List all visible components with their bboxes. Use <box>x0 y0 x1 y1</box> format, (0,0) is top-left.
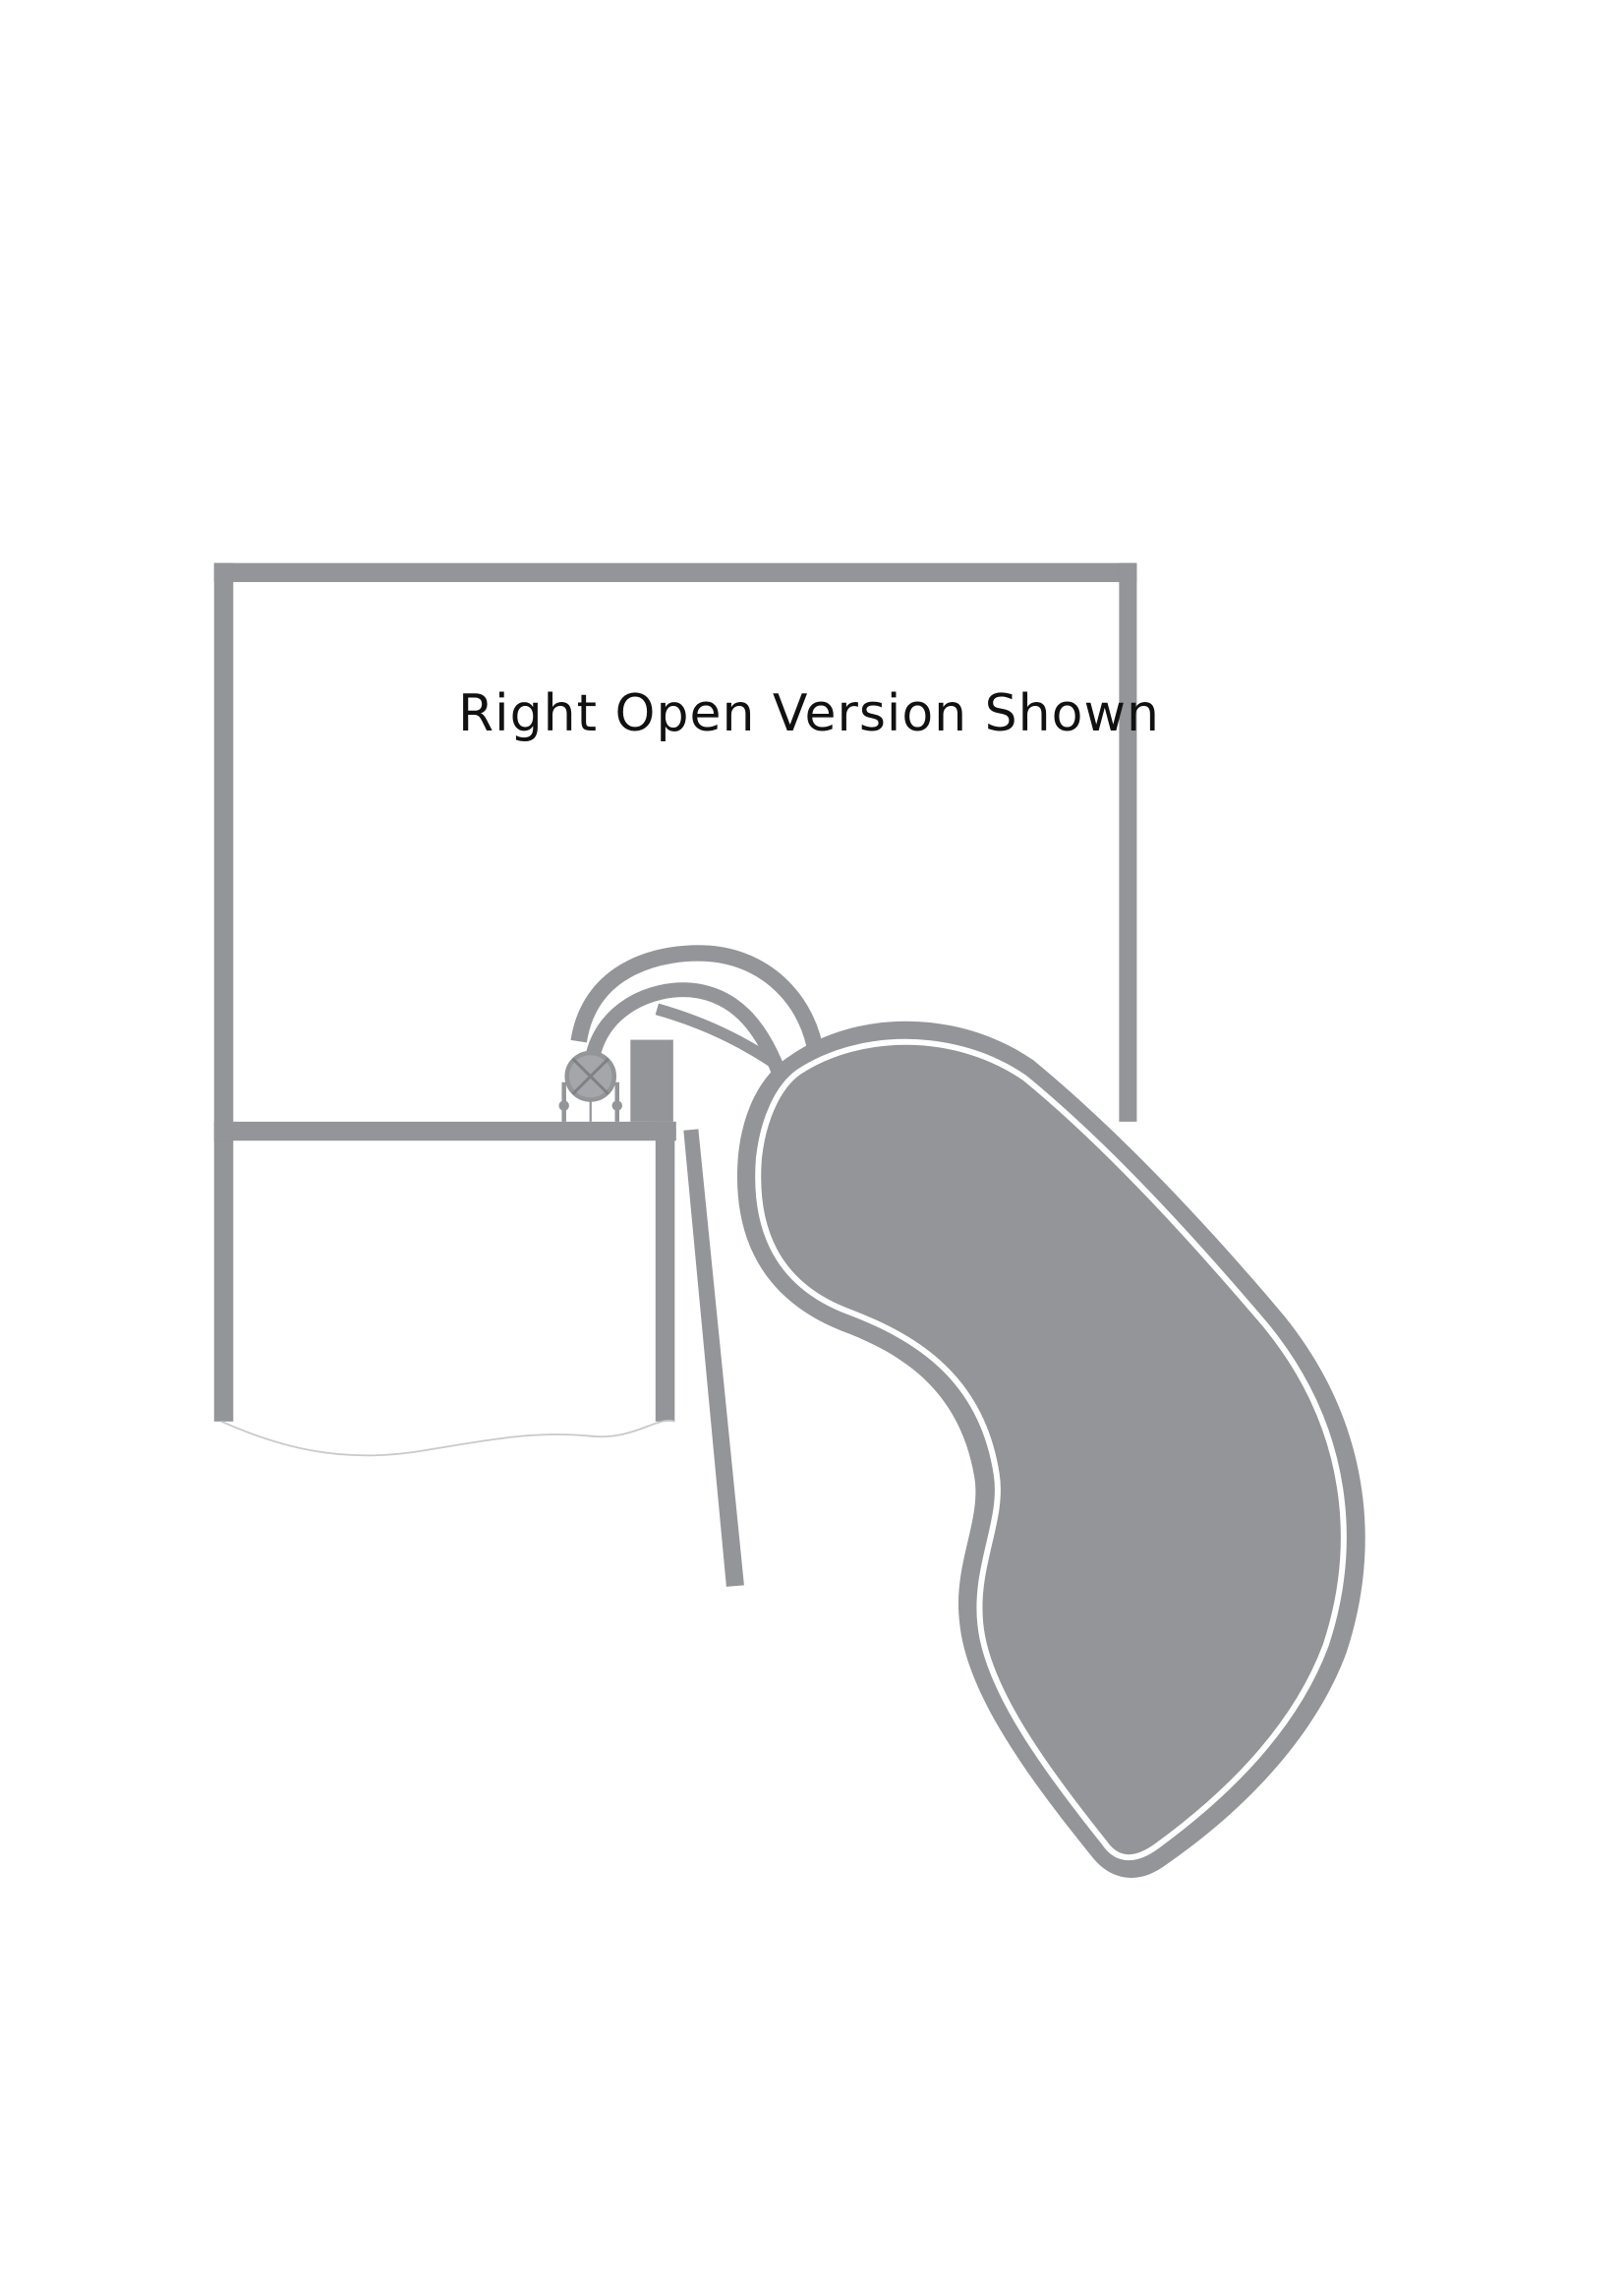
cut-line <box>220 1420 675 1457</box>
adjacent-cabinet <box>213 1121 676 1422</box>
diagram-caption: Right Open Version Shown <box>458 684 1160 743</box>
cabinet-frame <box>213 562 1137 1422</box>
cabinet-door <box>683 1129 744 1587</box>
kidney-shelf-tray <box>736 1021 1365 1878</box>
hinge-post <box>630 1039 673 1122</box>
pivot-hinge-mechanism <box>558 1050 623 1122</box>
